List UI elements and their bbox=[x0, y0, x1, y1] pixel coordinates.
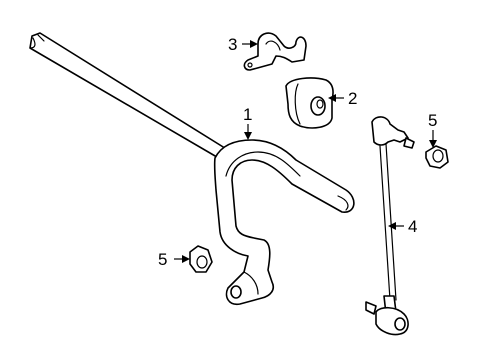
callout-5-left: 5 bbox=[158, 250, 167, 269]
nut-left[interactable] bbox=[189, 245, 213, 273]
callout-4: 4 bbox=[408, 217, 417, 236]
callout-3: 3 bbox=[228, 35, 237, 54]
stabilizer-link[interactable] bbox=[365, 116, 415, 336]
bracket[interactable] bbox=[243, 32, 307, 71]
callout-5-right: 5 bbox=[428, 111, 437, 130]
callout-2: 2 bbox=[348, 89, 357, 108]
callout-1: 1 bbox=[243, 105, 252, 124]
leaders bbox=[174, 40, 437, 263]
bushing[interactable] bbox=[285, 77, 334, 129]
nut-right[interactable] bbox=[425, 145, 449, 169]
stabilizer-bar[interactable] bbox=[29, 32, 355, 306]
